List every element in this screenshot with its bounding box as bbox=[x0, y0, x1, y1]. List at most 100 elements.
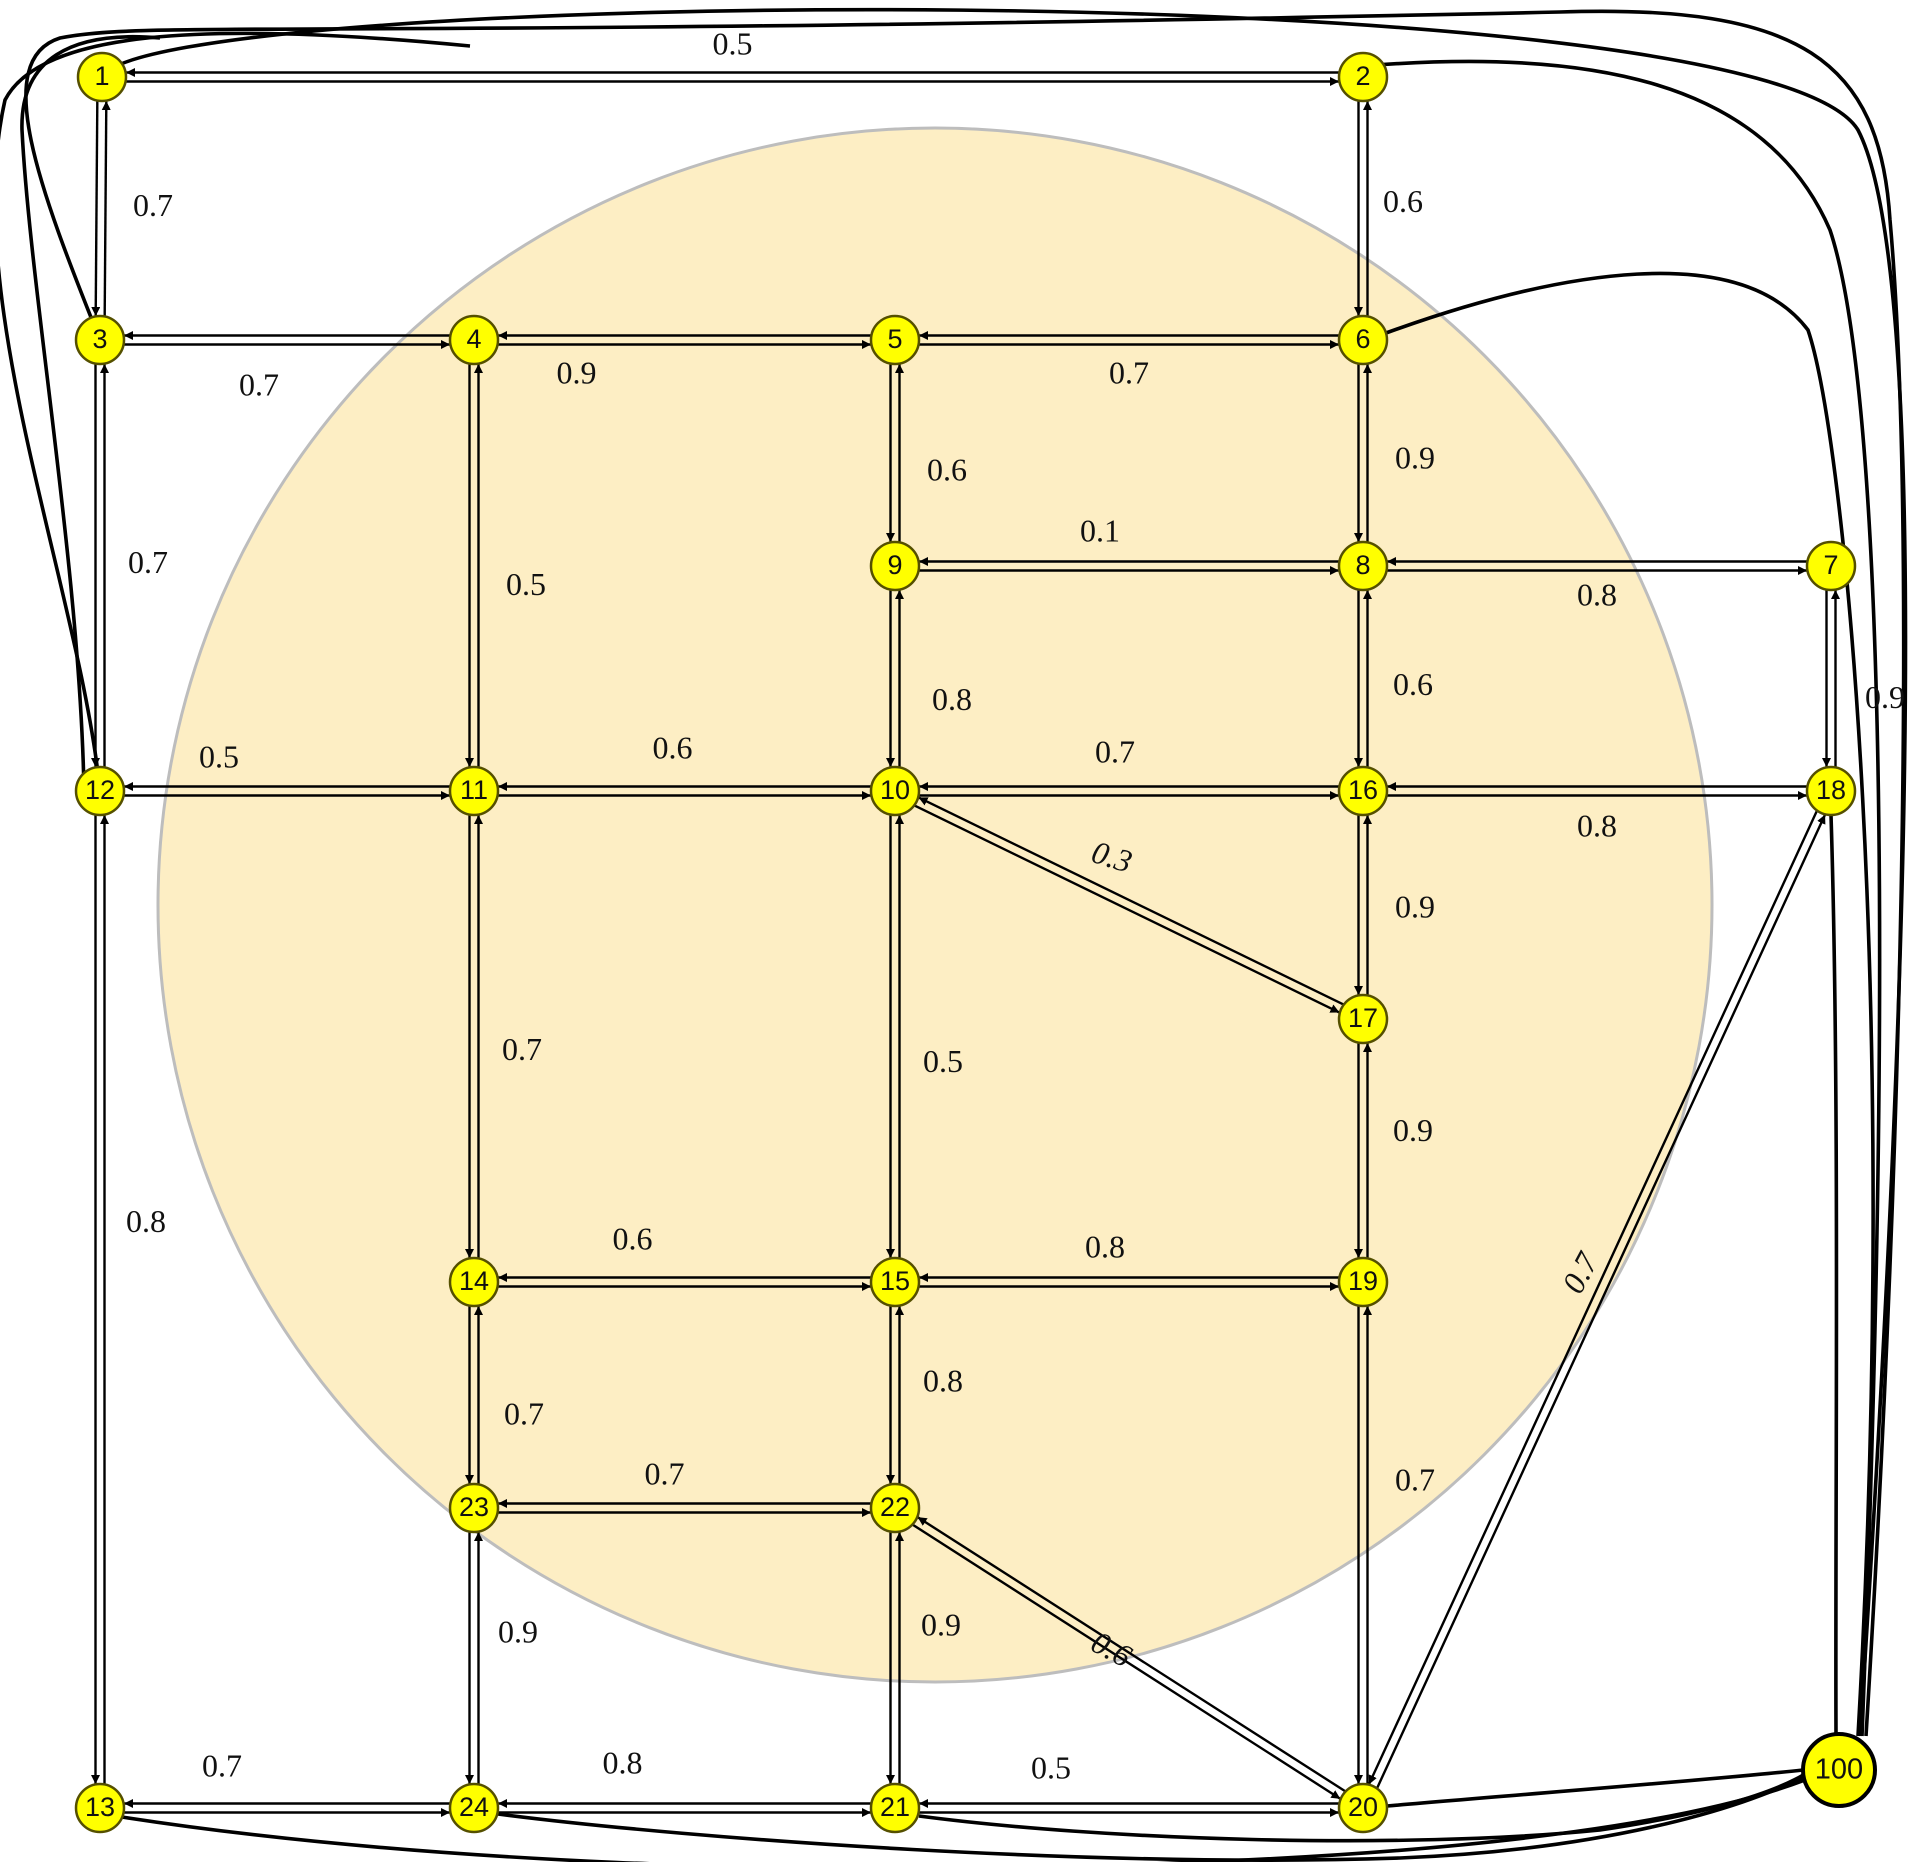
node-7-label: 7 bbox=[1823, 550, 1838, 580]
node-16-circle bbox=[1337, 765, 1389, 817]
node-18[interactable]: 18 bbox=[1805, 765, 1857, 817]
node-2-label: 2 bbox=[1355, 61, 1370, 91]
edge-label-4-5: 0.9 bbox=[557, 354, 597, 390]
node-23[interactable]: 23 bbox=[448, 1482, 500, 1534]
node-16[interactable]: 16 bbox=[1337, 765, 1389, 817]
edge-label-23-24: 0.9 bbox=[498, 1613, 538, 1649]
edge-label-10-16: 0.7 bbox=[1095, 733, 1135, 769]
edge-label-4-11: 0.5 bbox=[506, 566, 546, 602]
node-15[interactable]: 15 bbox=[869, 1256, 921, 1308]
node-6-label: 6 bbox=[1355, 324, 1370, 354]
edge-3-to-1 bbox=[101, 101, 111, 317]
connections-to-node-100 bbox=[0, 7, 1908, 1862]
node-9-label: 9 bbox=[887, 550, 902, 580]
edge-label-8-7: 0.8 bbox=[1577, 576, 1617, 612]
node-8[interactable]: 8 bbox=[1337, 540, 1389, 592]
node-11[interactable]: 11 bbox=[448, 765, 500, 817]
node-15-label: 15 bbox=[880, 1266, 910, 1296]
edge-label-9-10: 0.8 bbox=[932, 681, 972, 717]
node-100[interactable]: 100 bbox=[1801, 1732, 1877, 1808]
edge-label-21-20: 0.5 bbox=[1031, 1749, 1071, 1785]
node-19-circle bbox=[1337, 1256, 1389, 1308]
node-14[interactable]: 14 bbox=[448, 1256, 500, 1308]
node-22[interactable]: 22 bbox=[869, 1482, 921, 1534]
node-3[interactable]: 3 bbox=[74, 314, 126, 366]
edges bbox=[91, 68, 1840, 1817]
node-18-label: 18 bbox=[1816, 775, 1846, 805]
node-6[interactable]: 6 bbox=[1337, 314, 1389, 366]
node-8-circle bbox=[1337, 540, 1389, 592]
node-10[interactable]: 10 bbox=[869, 765, 921, 817]
edge-label-6-8: 0.9 bbox=[1395, 439, 1435, 475]
edge-label-12-11: 0.5 bbox=[199, 738, 239, 774]
node-9[interactable]: 9 bbox=[869, 540, 921, 592]
node-17[interactable]: 17 bbox=[1337, 993, 1389, 1045]
node-1-label: 1 bbox=[94, 61, 109, 91]
node-3-circle bbox=[74, 314, 126, 366]
node-2[interactable]: 2 bbox=[1337, 51, 1389, 103]
edge-label-10-15: 0.5 bbox=[923, 1043, 963, 1079]
edge-label-22-21: 0.9 bbox=[921, 1606, 961, 1642]
edge-label-14-15: 0.6 bbox=[613, 1220, 653, 1256]
node-22-label: 22 bbox=[880, 1492, 910, 1522]
curve-3-to-100 bbox=[24, 9, 1906, 1737]
curve-21-to-100 bbox=[918, 1772, 1806, 1843]
node-100-label: 100 bbox=[1815, 1754, 1863, 1786]
edge-18-to-20 bbox=[1367, 810, 1818, 1785]
edge-label-1-2: 0.5 bbox=[713, 25, 753, 61]
node-5-label: 5 bbox=[887, 324, 902, 354]
edge-20-to-22 bbox=[916, 1516, 1346, 1793]
node-1-circle bbox=[76, 51, 128, 103]
node-24[interactable]: 24 bbox=[448, 1782, 500, 1834]
node-23-circle bbox=[448, 1482, 500, 1534]
node-4-label: 4 bbox=[466, 324, 481, 354]
curve-24-to-100 bbox=[497, 1774, 1806, 1862]
edge-17-to-10 bbox=[918, 796, 1344, 1006]
edge-label-11-14: 0.7 bbox=[502, 1031, 542, 1067]
node-14-circle bbox=[448, 1256, 500, 1308]
node-21-circle bbox=[869, 1782, 921, 1834]
node-1[interactable]: 1 bbox=[76, 51, 128, 103]
node-19[interactable]: 19 bbox=[1337, 1256, 1389, 1308]
node-2-circle bbox=[1337, 51, 1389, 103]
curve-12-to-100 bbox=[0, 31, 471, 792]
node-13-label: 13 bbox=[85, 1792, 115, 1822]
node-24-label: 24 bbox=[459, 1792, 489, 1822]
node-23-label: 23 bbox=[459, 1492, 489, 1522]
node-20-label: 20 bbox=[1348, 1792, 1378, 1822]
node-24-circle bbox=[448, 1782, 500, 1834]
node-7[interactable]: 7 bbox=[1805, 540, 1857, 592]
node-6-circle bbox=[1337, 314, 1389, 366]
node-17-circle bbox=[1337, 993, 1389, 1045]
curve-2-to-100 bbox=[1362, 59, 1882, 1737]
node-20[interactable]: 20 bbox=[1337, 1782, 1389, 1834]
edge-label-15-19: 0.8 bbox=[1085, 1228, 1125, 1264]
edge-label-16-17: 0.9 bbox=[1395, 888, 1435, 924]
edge-20-to-18 bbox=[1376, 814, 1827, 1789]
node-13[interactable]: 13 bbox=[74, 1782, 126, 1834]
curve-18-to-100 bbox=[1829, 814, 1839, 1735]
edge-label-3-12: 0.7 bbox=[128, 544, 168, 580]
edge-label-24-21: 0.8 bbox=[603, 1744, 643, 1780]
edge-label-9-8: 0.1 bbox=[1080, 512, 1120, 548]
node-21[interactable]: 21 bbox=[869, 1782, 921, 1834]
node-4[interactable]: 4 bbox=[448, 314, 500, 366]
edge-label-1-3: 0.7 bbox=[133, 187, 173, 223]
node-18-circle bbox=[1805, 765, 1857, 817]
node-8-label: 8 bbox=[1355, 550, 1370, 580]
edge-label-19-20: 0.7 bbox=[1395, 1461, 1435, 1497]
edge-1-to-3 bbox=[91, 100, 101, 316]
node-15-circle bbox=[869, 1256, 921, 1308]
edge-label-11-10: 0.6 bbox=[653, 729, 693, 765]
node-22-circle bbox=[869, 1482, 921, 1534]
node-5[interactable]: 5 bbox=[869, 314, 921, 366]
curve-13-to-100 bbox=[121, 1778, 1806, 1862]
node-3-label: 3 bbox=[92, 324, 107, 354]
node-12[interactable]: 12 bbox=[74, 765, 126, 817]
edge-label-17-19: 0.9 bbox=[1393, 1112, 1433, 1148]
edge-label-23-22: 0.7 bbox=[645, 1455, 685, 1491]
node-14-label: 14 bbox=[459, 1266, 489, 1296]
edge-label-2-6: 0.6 bbox=[1383, 183, 1423, 219]
